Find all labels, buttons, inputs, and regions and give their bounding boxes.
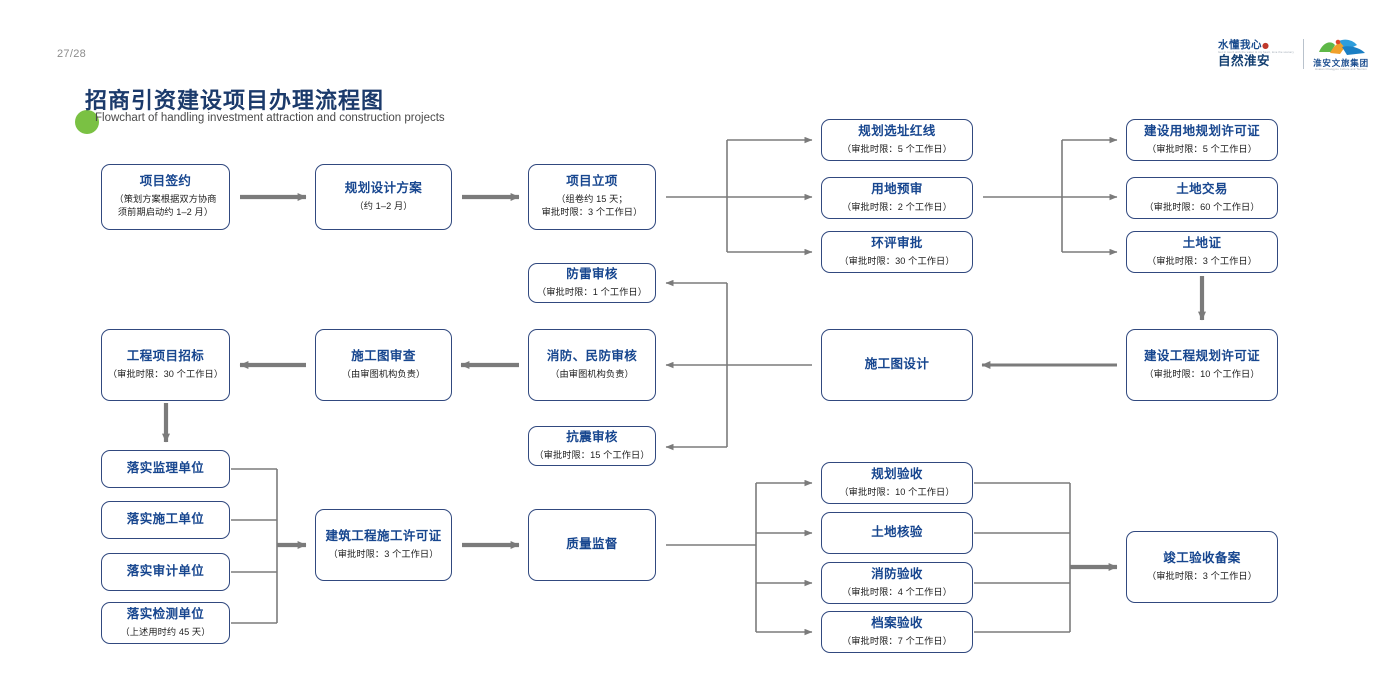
flow-node-title: 防雷审核: [566, 267, 618, 282]
flow-node-n12[interactable]: 防雷审核 （审批时限：1 个工作日）: [528, 263, 656, 303]
flow-node-subtext: （审批时限：60 个工作日）: [1144, 201, 1260, 212]
flow-node-title: 落实监理单位: [126, 461, 205, 476]
flow-node-title: 抗震审核: [566, 430, 618, 445]
flow-node-subtext: （审批时限：10 个工作日）: [839, 486, 955, 497]
flow-node-title: 规划设计方案: [344, 181, 423, 196]
flow-node-title: 土地核验: [871, 525, 923, 540]
flow-node-n22[interactable]: 质量监督: [528, 509, 656, 581]
flow-node-title: 落实审计单位: [126, 564, 205, 579]
flow-node-title: 项目签约: [139, 174, 192, 189]
green-accent-dot: [75, 110, 99, 134]
flow-node-title: 工程项目招标: [126, 349, 205, 364]
flow-node-subtext: （审批时限：5 个工作日）: [1146, 143, 1258, 154]
flow-node-title: 建筑工程施工许可证: [325, 529, 442, 544]
flow-node-title: 环评审批: [871, 236, 923, 251]
flow-node-n3[interactable]: 项目立项 （组卷约 15 天； 审批时限：3 个工作日）: [528, 164, 656, 230]
page-number: 27/28: [57, 48, 87, 60]
flow-node-n10[interactable]: 建设工程规划许可证 （审批时限：10 个工作日）: [1126, 329, 1278, 401]
flow-node-n6[interactable]: 环评审批 （审批时限：30 个工作日）: [821, 231, 973, 273]
flow-node-subtext: （审批时限：7 个工作日）: [841, 635, 953, 646]
logo-left-line2: 自然淮安: [1218, 53, 1271, 69]
flow-node-subtext: （审批时限：2 个工作日）: [841, 201, 953, 212]
flow-node-n25[interactable]: 消防验收 （审批时限：4 个工作日）: [821, 562, 973, 604]
flow-node-n17[interactable]: 落实监理单位: [101, 450, 230, 488]
flow-node-title: 规划选址红线: [858, 124, 936, 139]
flow-node-subtext: （组卷约 15 天； 审批时限：3 个工作日）: [541, 193, 643, 218]
logo-shuidongwoxin: 水懂我心● Get in touch with the water in my …: [1218, 40, 1294, 68]
flow-node-subtext: （审批时限：1 个工作日）: [536, 286, 648, 297]
flow-node-n27[interactable]: 竣工验收备案 （审批时限：3 个工作日）: [1126, 531, 1278, 603]
flow-node-n21[interactable]: 建筑工程施工许可证 （审批时限：3 个工作日）: [315, 509, 452, 581]
logo-red-mark: ●: [1262, 40, 1270, 51]
flow-node-title: 档案验收: [871, 616, 923, 631]
flow-node-title: 落实施工单位: [126, 512, 205, 527]
flow-node-subtext: （审批时限：5 个工作日）: [841, 143, 953, 154]
flow-node-title: 消防验收: [871, 567, 923, 582]
flow-node-subtext: （审批时限：10 个工作日）: [1144, 368, 1260, 379]
flow-node-title: 竣工验收备案: [1163, 551, 1241, 566]
flow-node-n26[interactable]: 档案验收 （审批时限：7 个工作日）: [821, 611, 973, 653]
flow-node-n23[interactable]: 规划验收 （审批时限：10 个工作日）: [821, 462, 973, 504]
flow-node-n19[interactable]: 落实审计单位: [101, 553, 230, 591]
flow-node-subtext: （审批时限：3 个工作日）: [1146, 570, 1258, 581]
flow-node-n15[interactable]: 施工图审查 （由审图机构负责）: [315, 329, 452, 401]
flow-node-subtext: （约 1–2 月）: [354, 200, 413, 211]
logo-left-microtext: Get in touch with the water in my heart,…: [1218, 50, 1294, 54]
page-title: 招商引资建设项目办理流程图: [85, 88, 385, 114]
logo-right-text: 淮安文旅集团: [1313, 58, 1369, 69]
flow-node-subtext: （审批时限：3 个工作日）: [1146, 255, 1258, 266]
flow-node-title: 施工图审查: [351, 349, 416, 364]
flow-node-n1[interactable]: 项目签约 （策划方案根据双方协商 须前期启动约 1–2 月）: [101, 164, 230, 230]
logo-group: 水懂我心● Get in touch with the water in my …: [1218, 34, 1369, 74]
flow-node-subtext: （上述用时约 45 天）: [120, 626, 211, 637]
flow-node-subtext: （审批时限：30 个工作日）: [839, 255, 955, 266]
flow-node-n11[interactable]: 施工图设计: [821, 329, 973, 401]
flow-node-subtext: （由审图机构负责）: [550, 368, 634, 379]
flow-node-title: 落实检测单位: [126, 607, 205, 622]
page-subtitle: Flowchart of handling investment attract…: [95, 112, 445, 124]
flow-node-n4[interactable]: 规划选址红线 （审批时限：5 个工作日）: [821, 119, 973, 161]
logo-right-microtext: Huaian Changyou Culture and Tourism: [1315, 68, 1367, 72]
flow-node-title: 土地交易: [1176, 182, 1228, 197]
flow-node-title: 土地证: [1182, 236, 1222, 251]
flow-node-n20[interactable]: 落实检测单位 （上述用时约 45 天）: [101, 602, 230, 644]
flow-node-subtext: （审批时限：4 个工作日）: [841, 586, 953, 597]
flow-node-title: 施工图设计: [864, 357, 930, 372]
flow-node-subtext: （审批时限：3 个工作日）: [328, 548, 439, 559]
flow-node-n7[interactable]: 建设用地规划许可证 （审批时限：5 个工作日）: [1126, 119, 1278, 161]
flow-node-title: 建设工程规划许可证: [1143, 349, 1261, 364]
flow-node-n8[interactable]: 土地交易 （审批时限：60 个工作日）: [1126, 177, 1278, 219]
flow-node-n18[interactable]: 落实施工单位: [101, 501, 230, 539]
logo-divider: [1303, 39, 1304, 69]
flow-node-subtext: （策划方案根据双方协商 须前期启动约 1–2 月）: [114, 193, 217, 218]
flow-node-n14[interactable]: 抗震审核 （审批时限：15 个工作日）: [528, 426, 656, 466]
huaian-bird-mark-icon: [1319, 39, 1365, 55]
flow-node-n13[interactable]: 消防、民防审核 （由审图机构负责）: [528, 329, 656, 401]
flow-node-subtext: （审批时限：15 个工作日）: [534, 449, 650, 460]
flow-node-n2[interactable]: 规划设计方案 （约 1–2 月）: [315, 164, 452, 230]
flow-node-subtext: （审批时限：30 个工作日）: [107, 368, 224, 379]
flow-node-title: 规划验收: [871, 467, 923, 482]
flow-node-subtext: （由审图机构负责）: [341, 368, 426, 379]
flow-node-title: 用地预审: [871, 182, 923, 197]
flow-node-n16[interactable]: 工程项目招标 （审批时限：30 个工作日）: [101, 329, 230, 401]
flow-node-n5[interactable]: 用地预审 （审批时限：2 个工作日）: [821, 177, 973, 219]
logo-huaian-wenlv: 淮安文旅集团 Huaian Changyou Culture and Touri…: [1313, 36, 1369, 72]
flow-node-title: 建设用地规划许可证: [1143, 124, 1261, 139]
logo-left-line1: 水懂我心●: [1218, 39, 1270, 52]
flow-node-title: 质量监督: [566, 537, 618, 552]
flow-node-n9[interactable]: 土地证 （审批时限：3 个工作日）: [1126, 231, 1278, 273]
flow-node-title: 项目立项: [566, 174, 618, 189]
flow-node-n24[interactable]: 土地核验: [821, 512, 973, 554]
flow-node-title: 消防、民防审核: [546, 349, 638, 364]
